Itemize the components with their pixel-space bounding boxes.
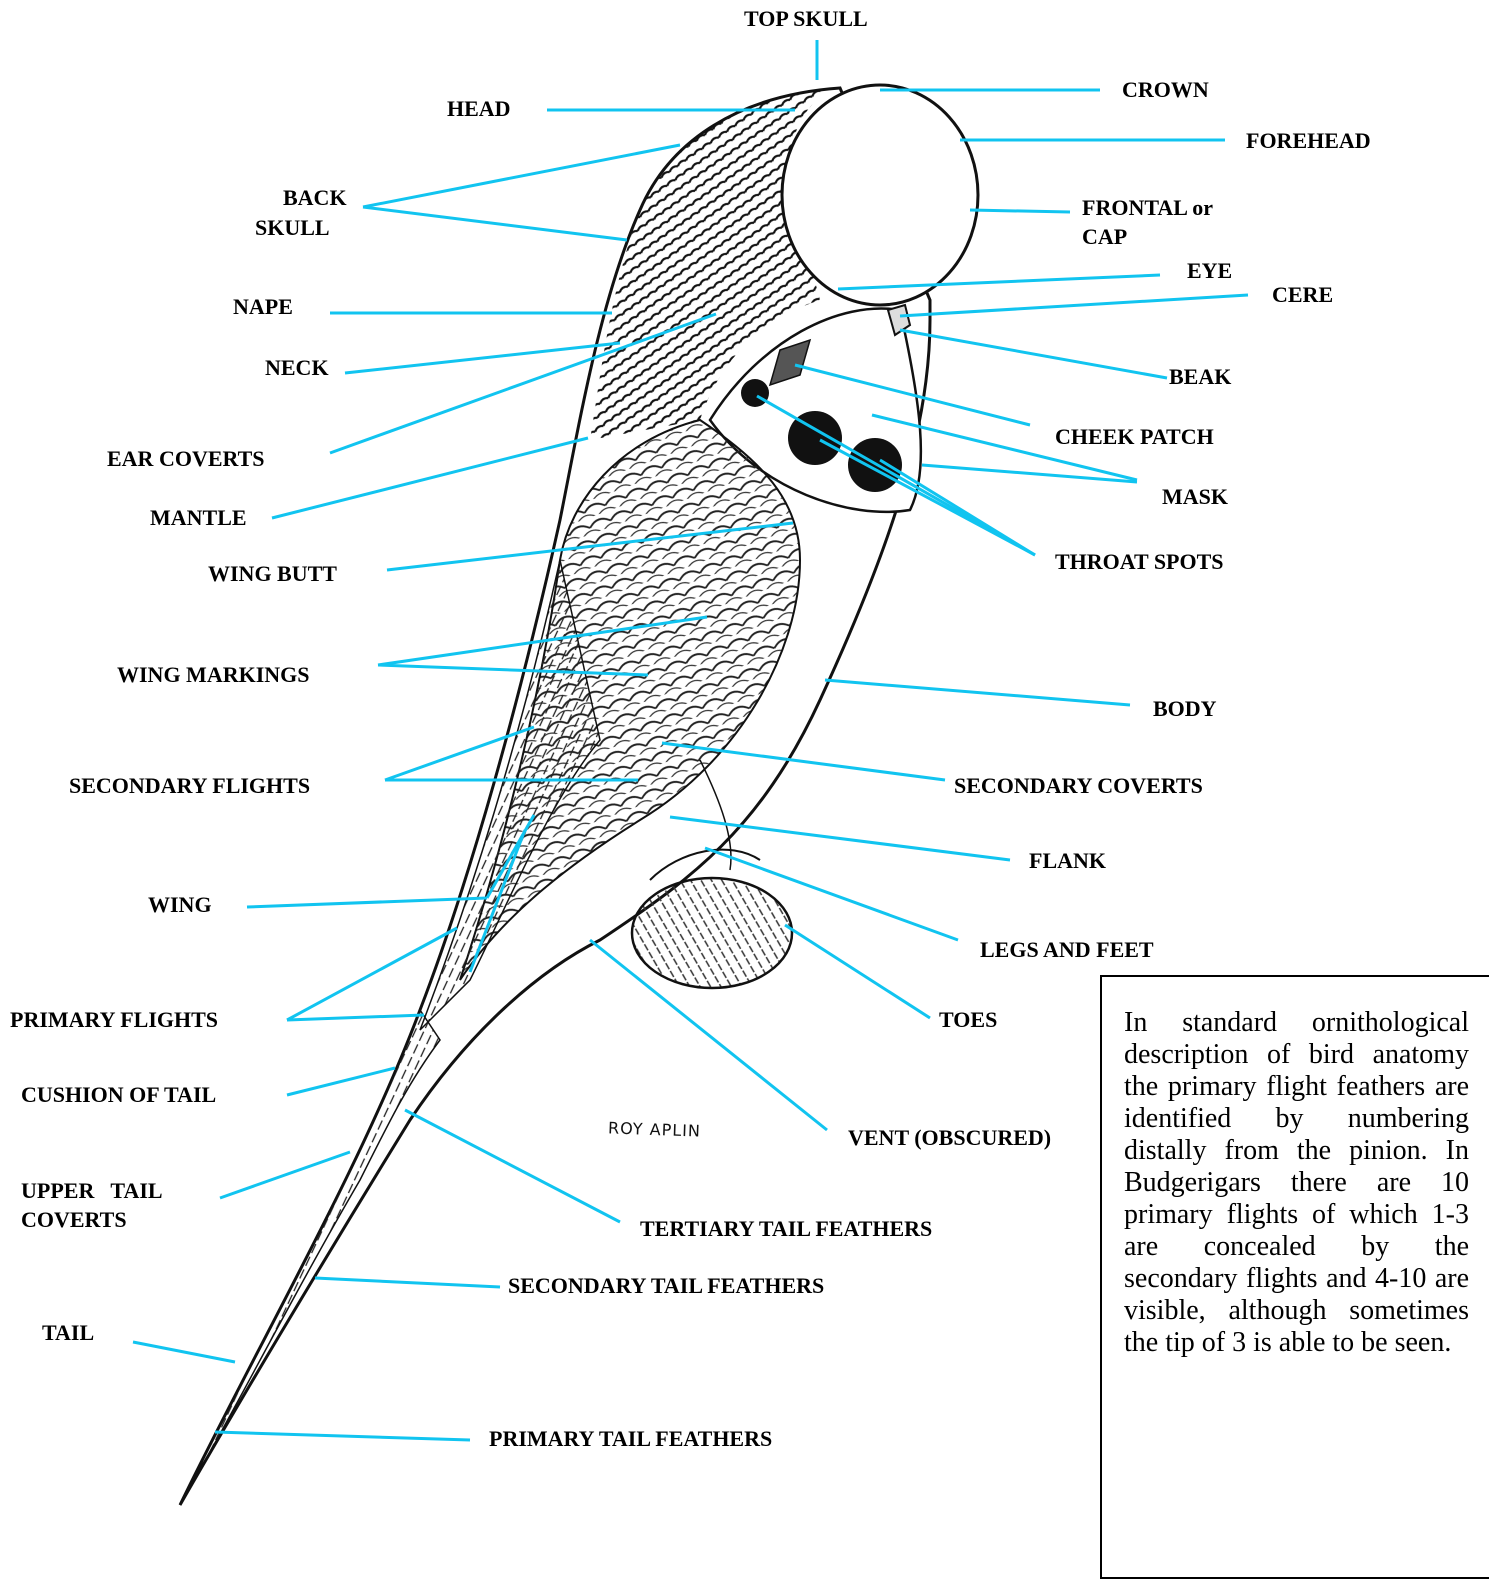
- label-tail: TAIL: [42, 1320, 94, 1346]
- leader-mantle: [272, 438, 588, 518]
- label-tertiary-tail-feathers: TERTIARY TAIL FEATHERS: [640, 1216, 932, 1242]
- label-primary-flights: PRIMARY FLIGHTS: [10, 1007, 218, 1033]
- label-back: BACK: [283, 185, 347, 211]
- label-secondary-flights: SECONDARY FLIGHTS: [69, 773, 310, 799]
- leader-primary-tail: [215, 1432, 470, 1440]
- label-legs-and-feet: LEGS AND FEET: [980, 937, 1154, 963]
- leader-tail: [133, 1342, 235, 1362]
- label-skull: SKULL: [255, 215, 330, 241]
- label-throat-spots: THROAT SPOTS: [1055, 549, 1224, 575]
- throat-spot: [741, 379, 769, 407]
- label-mantle: MANTLE: [150, 505, 247, 531]
- leader-toes: [785, 925, 930, 1018]
- frontal-cap: [782, 85, 978, 305]
- leader-body: [825, 680, 1130, 705]
- label-nape: NAPE: [233, 294, 293, 320]
- leader-frontal: [970, 210, 1070, 212]
- artist-signature: ROY APLIN: [608, 1118, 701, 1140]
- leader-wing: [247, 898, 487, 907]
- label-toes: TOES: [939, 1007, 997, 1033]
- leader-beak: [900, 330, 1167, 378]
- label-cheek-patch: CHEEK PATCH: [1055, 424, 1214, 450]
- label-top-skull: TOP SKULL: [744, 6, 868, 32]
- label-head: HEAD: [447, 96, 511, 122]
- note-box: In standard ornithological description o…: [1100, 975, 1489, 1579]
- label-flank: FLANK: [1029, 848, 1106, 874]
- leader-tertiary: [405, 1110, 620, 1222]
- label-mask: MASK: [1162, 484, 1228, 510]
- leader-cushion: [287, 1068, 395, 1095]
- leader-upper-tail: [220, 1152, 350, 1198]
- leader-cere: [900, 295, 1248, 316]
- leader-primary-flights-2: [287, 1015, 424, 1020]
- label-vent: VENT (OBSCURED): [848, 1125, 1051, 1151]
- leader-secondary-tail: [315, 1278, 500, 1287]
- label-eye: EYE: [1187, 258, 1232, 284]
- leader-back-skull-1: [363, 145, 680, 207]
- leader-neck: [345, 343, 620, 373]
- label-frontal-or: FRONTAL or: [1082, 195, 1213, 221]
- label-body: BODY: [1153, 696, 1217, 722]
- label-upper-tail: UPPER TAIL: [21, 1178, 163, 1204]
- label-wing-butt: WING BUTT: [208, 561, 337, 587]
- label-cap: CAP: [1082, 224, 1127, 246]
- perch-foot: [632, 878, 792, 988]
- label-secondary-coverts: SECONDARY COVERTS: [954, 773, 1203, 799]
- label-crown: CROWN: [1122, 77, 1209, 103]
- label-beak: BEAK: [1169, 364, 1231, 390]
- label-wing: WING: [148, 892, 212, 918]
- label-cere: CERE: [1272, 282, 1333, 308]
- label-neck: NECK: [265, 355, 329, 381]
- label-wing-markings: WING MARKINGS: [117, 662, 310, 688]
- label-forehead: FOREHEAD: [1246, 128, 1371, 154]
- label-cushion-of-tail: CUSHION OF TAIL: [21, 1082, 216, 1108]
- label-ear-coverts: EAR COVERTS: [107, 446, 265, 472]
- label-primary-tail-feathers: PRIMARY TAIL FEATHERS: [489, 1426, 772, 1452]
- leader-back-skull-2: [363, 207, 627, 240]
- label-coverts: COVERTS: [21, 1207, 127, 1233]
- label-secondary-tail-feathers: SECONDARY TAIL FEATHERS: [508, 1273, 824, 1299]
